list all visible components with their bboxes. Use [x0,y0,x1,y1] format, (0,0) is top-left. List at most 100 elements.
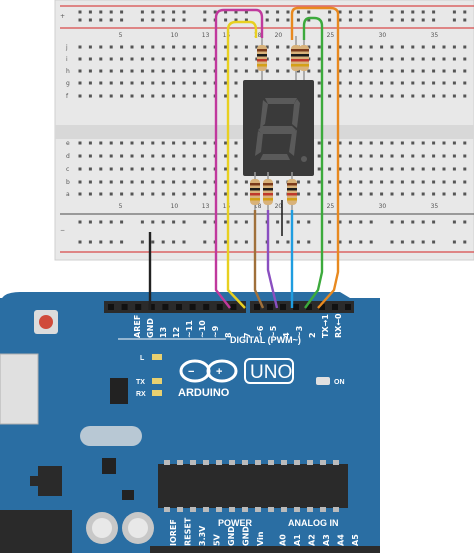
col-number-top-35: 35 [431,32,439,39]
row-letter-j: j [65,44,68,51]
pin-label-left-0: AREF [133,315,142,338]
col-number-top-13: 13 [202,32,210,39]
wire-green[interactable] [302,16,324,309]
wire-purple[interactable] [266,210,279,309]
bottom-pin-3: 5V [213,533,222,546]
digit-8-segments [255,98,307,162]
row-letter-e: e [66,140,70,147]
bottom-pin-8: A1 [293,534,302,546]
pin-label-left-2: 13 [159,327,168,338]
model-name: UNO [250,362,292,383]
voltage-regulator [38,466,62,496]
row-letter-c: c [66,166,69,173]
pin-labels-left: AREF GND 13 12 ~11 ~10 ~9 8 [133,315,233,338]
pin-label-right-1: ~6 [256,325,265,338]
seven-segment-display[interactable] [243,80,314,176]
led-label-rx: RX [136,391,146,398]
wire-yellow[interactable] [226,20,258,309]
led-label-tx: TX [136,379,145,386]
bottom-pin-7: A0 [279,534,288,546]
col-number-top-25: 25 [327,32,335,39]
col-number-bottom-20: 20 [275,203,283,210]
col-number-bottom-30: 30 [379,203,387,210]
on-label: ON [334,379,345,386]
col-number-bottom-13: 13 [202,203,210,210]
wire-magenta[interactable] [214,8,264,309]
bottom-pin-11: A4 [337,534,346,546]
status-leds: L TX RX [110,354,162,404]
breadboard-holes [78,10,467,244]
wire-brown[interactable] [253,210,265,309]
resistor-top-2[interactable] [291,36,301,80]
pin-label-right-5: 2 [308,332,317,338]
row-letter-d: d [66,153,70,160]
wire-orange[interactable] [290,6,340,309]
resistor-top-1[interactable] [257,36,267,80]
power-label: POWER [218,518,253,528]
bottom-pin-12: A5 [351,534,360,546]
row-letter-g: g [66,80,70,87]
pin-label-left-3: 12 [172,327,181,338]
row-letter-f: f [66,93,69,100]
row-letter-b: b [66,179,70,186]
bottom-pin-10: A3 [322,534,331,546]
bottom-pin-1: RESET [184,517,193,546]
bottom-pin-2: 3.3V [198,525,207,546]
col-number-bottom-10: 10 [171,203,179,210]
reset-button-cap[interactable] [39,315,53,329]
rail-minus-bottom: − [60,227,65,234]
pin-label-right-0: 7 [243,332,252,338]
pin-label-right-4: ~3 [295,326,304,338]
chip-pins [164,460,339,512]
col-number-top-15: 15 [223,32,231,39]
resistor-bottom-2[interactable] [263,172,273,212]
row-letter-a: a [66,191,70,198]
col-number-top-30: 30 [379,32,387,39]
pin-label-right-3: 4 [282,332,291,338]
pin-label-left-1: GND [146,318,155,338]
pin-label-right-6: TX→1 [321,314,330,338]
bottom-pin-0: IOREF [169,519,178,546]
col-number-top-18: 18 [254,32,262,39]
pin-label-left-5: ~10 [198,320,207,338]
digital-label: DIGITAL (PWM~) [230,335,301,345]
col-number-bottom-15: 15 [223,203,231,210]
bottom-pin-9: A2 [308,534,317,546]
col-number-top-5: 5 [119,32,123,39]
arduino-uno-board: AREF GND 13 12 ~11 ~10 ~9 8 7 ~6 ~5 4 ~3 2 TX→1 RX←0 D… [0,292,380,553]
crystal [80,426,142,446]
svg-text:+: + [216,366,222,378]
wires [148,6,340,310]
pin-label-left-6: ~9 [211,325,220,338]
bottom-pin-4: GND [227,526,236,546]
resistor-bottom-3[interactable] [287,172,297,212]
pin-labels-right: 7 ~6 ~5 4 ~3 2 TX→1 RX←0 [243,313,343,338]
pin-label-right-7: RX←0 [334,313,343,338]
header-right [250,301,354,313]
atmega-chip [158,464,348,508]
col-number-bottom-25: 25 [327,203,335,210]
analog-label: ANALOG IN [288,518,339,528]
pin-label-left-4: ~11 [185,320,194,338]
brand-name: ARDUINO [178,387,230,399]
usb-port [0,353,39,425]
row-letter-h: h [66,68,70,75]
col-number-bottom-18: 18 [254,203,262,210]
resistor-top-3[interactable] [299,36,309,80]
arduino-logo: − + ARDUINO UNO [178,358,294,399]
col-number-top-20: 20 [275,32,283,39]
col-number-bottom-35: 35 [431,203,439,210]
bottom-pin-6: Vin [256,531,265,546]
pin-label-right-2: ~5 [269,325,278,338]
resistor-bottom-1[interactable] [250,172,260,212]
header-holes [108,304,351,310]
led-label-l: L [140,355,145,362]
power-led [316,377,330,385]
row-letter-i: i [66,56,68,63]
power-jack [0,510,72,553]
pin-label-left-7: 8 [224,332,233,338]
